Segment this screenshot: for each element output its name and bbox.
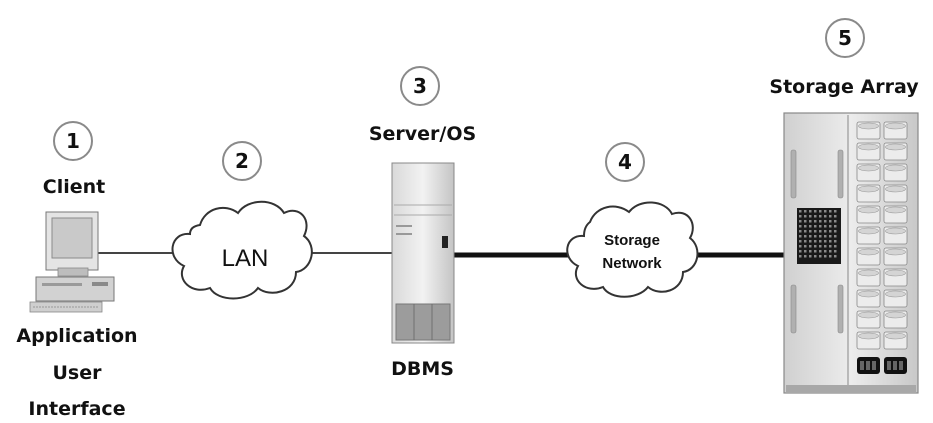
disk-drive-bays	[856, 121, 908, 374]
disk-drive-icon	[883, 121, 908, 140]
step-1-badge: 1	[53, 121, 93, 161]
disk-drive-icon	[883, 268, 908, 287]
client-label: Client	[42, 176, 106, 198]
disk-drive-icon	[883, 142, 908, 161]
disk-drive-icon	[856, 184, 881, 203]
disk-drive-icon	[883, 247, 908, 266]
step-2-badge: 2	[222, 141, 262, 181]
step-3-badge: 3	[400, 66, 440, 106]
disk-drive-icon	[856, 268, 881, 287]
storage-network-label-line-1: Storage	[604, 232, 660, 249]
client-sublabel-line-2: User	[52, 362, 102, 384]
disk-drive-icon	[856, 142, 881, 161]
vent-grille	[797, 208, 841, 264]
server-label: Server/OS	[368, 123, 477, 145]
client-sublabel-line-3: Interface	[28, 398, 126, 420]
lan-label: LAN	[221, 245, 269, 272]
disk-drive-icon	[883, 184, 908, 203]
disk-drive-icon	[883, 310, 908, 329]
disk-drive-icon	[856, 121, 881, 140]
disk-drive-icon	[883, 163, 908, 182]
server-sublabel: DBMS	[391, 358, 454, 380]
client-sublabel-line-1: Application	[16, 325, 138, 347]
disk-drive-icon	[883, 331, 908, 350]
disk-drive-icon	[856, 331, 881, 350]
server-tower-icon	[391, 162, 455, 344]
disk-drive-icon	[856, 310, 881, 329]
disk-drive-icon	[883, 226, 908, 245]
storage-network-cloud-icon	[566, 201, 699, 298]
disk-drive-icon	[883, 205, 908, 224]
lan-cloud-icon	[171, 200, 313, 300]
storage-array-cabinet-icon	[783, 112, 919, 394]
step-5-badge: 5	[825, 18, 865, 58]
client-computer-icon	[29, 211, 115, 313]
disk-drive-icon	[883, 289, 908, 308]
storage-array-label: Storage Array	[769, 76, 919, 98]
disk-drive-icon	[856, 205, 881, 224]
disk-drive-icon	[856, 247, 881, 266]
step-4-badge: 4	[605, 142, 645, 182]
disk-drive-icon	[856, 289, 881, 308]
disk-drive-icon	[856, 163, 881, 182]
storage-network-label-line-2: Network	[602, 255, 662, 272]
disk-drive-icon	[856, 226, 881, 245]
